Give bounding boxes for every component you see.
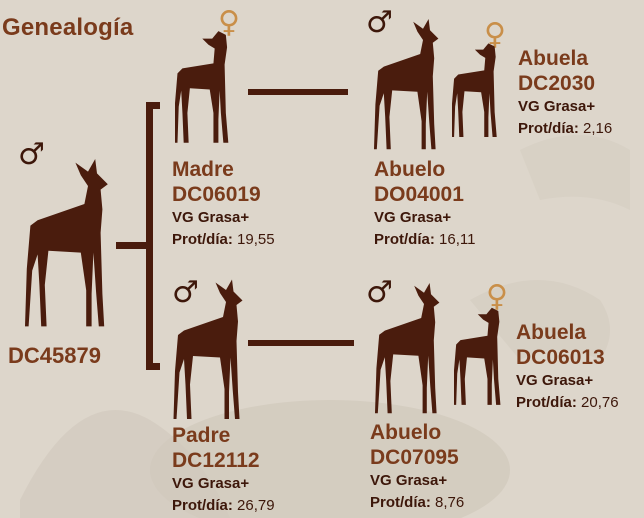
- goat-silhouette-abuela-paterna: [454, 307, 501, 405]
- female-symbol-icon: ♀: [484, 17, 506, 52]
- abuela-materna-vg: VG Grasa+: [518, 98, 596, 115]
- abuela-paterna-id: DC06013: [516, 346, 605, 369]
- abuelo-materno-role: Abuelo: [374, 158, 446, 181]
- abuela-paterna-prot: Prot/día: 20,76: [516, 392, 619, 414]
- bracket-vertical: [146, 102, 153, 370]
- goat-silhouette-abuela-materna: [452, 43, 497, 137]
- male-symbol-icon: ♂: [366, 275, 393, 310]
- abuela-materna-role: Abuela: [518, 47, 589, 70]
- connector-padre: [248, 340, 354, 346]
- padre-prot-label: Prot/día:: [172, 497, 233, 514]
- padre-prot: Prot/día: 26,79: [172, 495, 275, 517]
- abuelo-materno-prot-label: Prot/día:: [374, 231, 435, 248]
- male-symbol-icon: ♂: [172, 275, 199, 310]
- abuela-paterna-prot-value: 20,76: [581, 394, 619, 411]
- padre-role: Padre: [172, 424, 231, 447]
- madre-id: DC06019: [172, 183, 261, 206]
- abuelo-materno-vg: VG Grasa+: [374, 209, 452, 226]
- madre-role: Madre: [172, 158, 234, 181]
- abuelo-materno-id: DO04001: [374, 183, 464, 206]
- subject-id: DC45879: [8, 343, 101, 368]
- abuela-paterna-role: Abuela: [516, 321, 587, 344]
- madre-vg: VG Grasa+: [172, 209, 250, 226]
- abuela-paterna-vg: VG Grasa+: [516, 372, 594, 389]
- madre-prot-value: 19,55: [237, 231, 275, 248]
- madre-prot-label: Prot/día:: [172, 231, 233, 248]
- abuelo-paterno-id: DC07095: [370, 446, 459, 469]
- abuelo-paterno-info: Abuelo DC07095 VG Grasa+ Prot/día: 8,76: [370, 420, 464, 514]
- goat-silhouette-madre: [175, 31, 229, 143]
- abuelo-paterno-role: Abuelo: [370, 421, 442, 444]
- goat-silhouette-padre: [173, 279, 243, 419]
- bracket-bottom: [146, 363, 160, 370]
- abuelo-paterno-vg: VG Grasa+: [370, 472, 448, 489]
- male-symbol-icon: ♂: [366, 5, 393, 40]
- page-title: Genealogía: [2, 14, 134, 41]
- abuela-materna-prot: Prot/día: 2,16: [518, 118, 612, 140]
- goat-silhouette-abuelo-materno: [374, 19, 439, 150]
- padre-prot-value: 26,79: [237, 497, 275, 514]
- abuela-materna-id: DC2030: [518, 72, 596, 95]
- padre-id: DC12112: [172, 449, 260, 472]
- abuela-materna-prot-label: Prot/día:: [518, 120, 579, 137]
- male-symbol-icon: ♂: [18, 137, 45, 172]
- padre-info: Padre DC12112 VG Grasa+ Prot/día: 26,79: [172, 423, 275, 517]
- female-symbol-icon: ♀: [486, 279, 508, 314]
- female-symbol-icon: ♀: [218, 5, 240, 40]
- abuelo-materno-info: Abuelo DO04001 VG Grasa+ Prot/día: 16,11: [374, 157, 475, 251]
- abuela-materna-info: Abuela DC2030 VG Grasa+ Prot/día: 2,16: [518, 46, 612, 140]
- abuelo-paterno-prot-label: Prot/día:: [370, 494, 431, 511]
- bracket-stem: [116, 242, 146, 249]
- connector-madre: [248, 89, 348, 95]
- abuela-paterna-info: Abuela DC06013 VG Grasa+ Prot/día: 20,76: [516, 320, 619, 414]
- abuela-materna-prot-value: 2,16: [583, 120, 613, 137]
- abuelo-materno-prot: Prot/día: 16,11: [374, 229, 475, 251]
- abuela-paterna-prot-label: Prot/día:: [516, 394, 577, 411]
- abuelo-materno-prot-value: 16,11: [439, 231, 476, 248]
- abuelo-paterno-prot: Prot/día: 8,76: [370, 492, 464, 514]
- goat-silhouette-abuelo-paterno: [375, 283, 440, 414]
- goat-silhouette-subject: [25, 159, 108, 327]
- bracket-top: [146, 102, 160, 109]
- madre-prot: Prot/día: 19,55: [172, 229, 275, 251]
- abuelo-paterno-prot-value: 8,76: [435, 494, 465, 511]
- madre-info: Madre DC06019 VG Grasa+ Prot/día: 19,55: [172, 157, 275, 251]
- padre-vg: VG Grasa+: [172, 475, 250, 492]
